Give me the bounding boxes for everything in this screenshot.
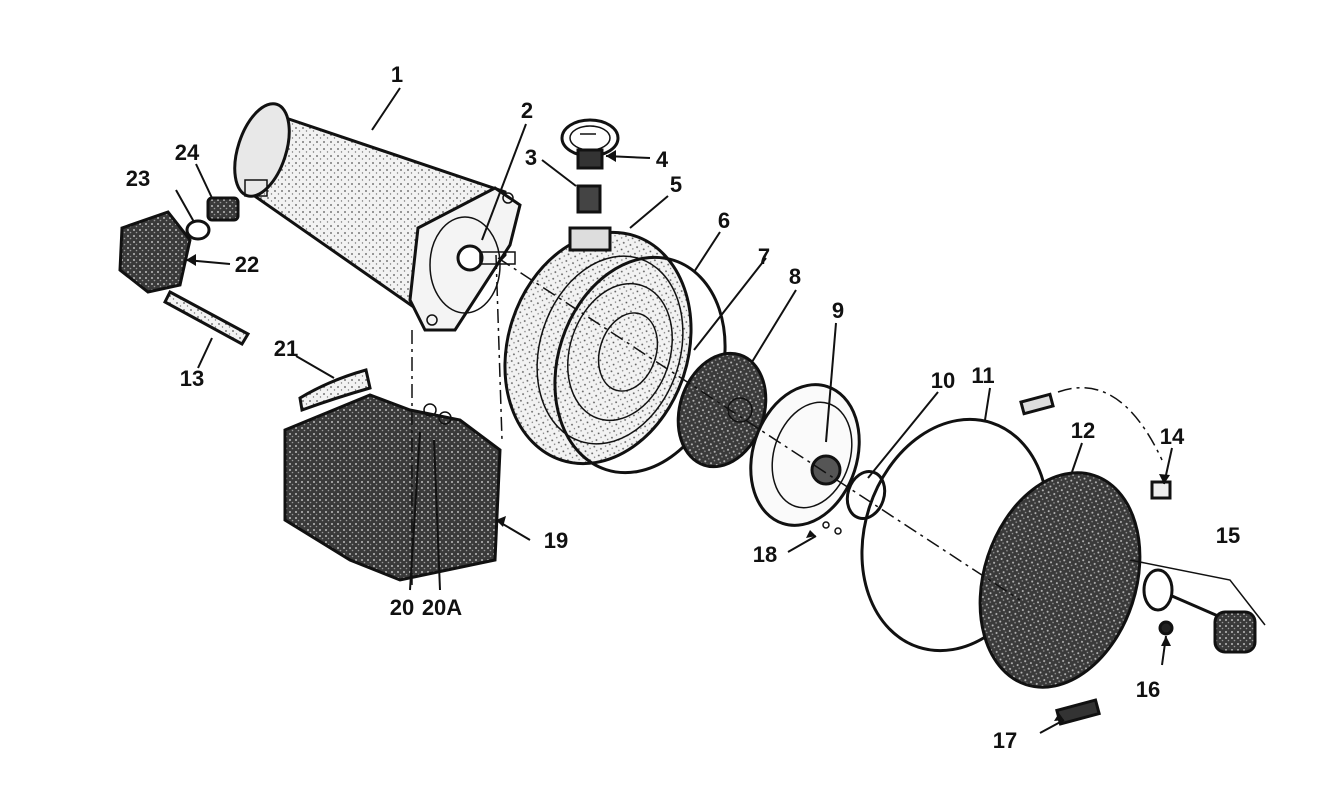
base-pad-part — [298, 368, 372, 413]
callout-20: 20 — [390, 595, 414, 620]
end-cap-o-ring-part — [185, 219, 211, 241]
diffuser-part — [749, 383, 861, 527]
callout-1: 1 — [391, 62, 403, 87]
callout-17: 17 — [993, 728, 1017, 753]
valve-assembly-part — [1129, 559, 1266, 654]
pressure-gauge-part — [560, 118, 620, 170]
pump-base-part — [283, 393, 502, 582]
rod-part — [163, 289, 251, 347]
callout-10: 10 — [931, 368, 955, 393]
callout-9: 9 — [832, 298, 844, 323]
end-cap-part — [118, 210, 192, 294]
strainer-cover-part — [978, 471, 1142, 689]
callout-labels: 1 2 3 4 5 6 7 8 9 10 11 12 13 14 15 16 1… — [126, 62, 1240, 753]
assembly-centerlines — [411, 254, 1021, 601]
seal-plate-part — [408, 186, 522, 332]
leader-arrowheads — [186, 150, 1171, 721]
callout-4: 4 — [656, 147, 669, 172]
callout-24: 24 — [175, 140, 200, 165]
drain-fitting-part — [1019, 387, 1172, 500]
callout-16: 16 — [1136, 677, 1160, 702]
callout-22: 22 — [235, 252, 259, 277]
valve-plug-part — [1158, 620, 1174, 636]
callout-8: 8 — [789, 264, 801, 289]
callout-23: 23 — [126, 166, 150, 191]
spring-part — [206, 196, 240, 222]
callout-2: 2 — [521, 98, 533, 123]
callout-13: 13 — [180, 366, 204, 391]
callout-12: 12 — [1071, 418, 1095, 443]
callout-3: 3 — [525, 145, 537, 170]
impeller-part — [676, 351, 768, 469]
callout-11: 11 — [971, 363, 994, 388]
callout-14: 14 — [1160, 424, 1185, 449]
callout-7: 7 — [758, 244, 770, 269]
callout-6: 6 — [718, 208, 730, 233]
callout-19: 19 — [544, 528, 568, 553]
callout-15: 15 — [1216, 523, 1240, 548]
callout-5: 5 — [670, 172, 682, 197]
callout-20a: 20A — [422, 595, 462, 620]
small-screws-part — [822, 521, 842, 535]
gauge-fitting-part — [576, 184, 602, 214]
callout-21: 21 — [274, 336, 298, 361]
callout-18: 18 — [753, 542, 777, 567]
